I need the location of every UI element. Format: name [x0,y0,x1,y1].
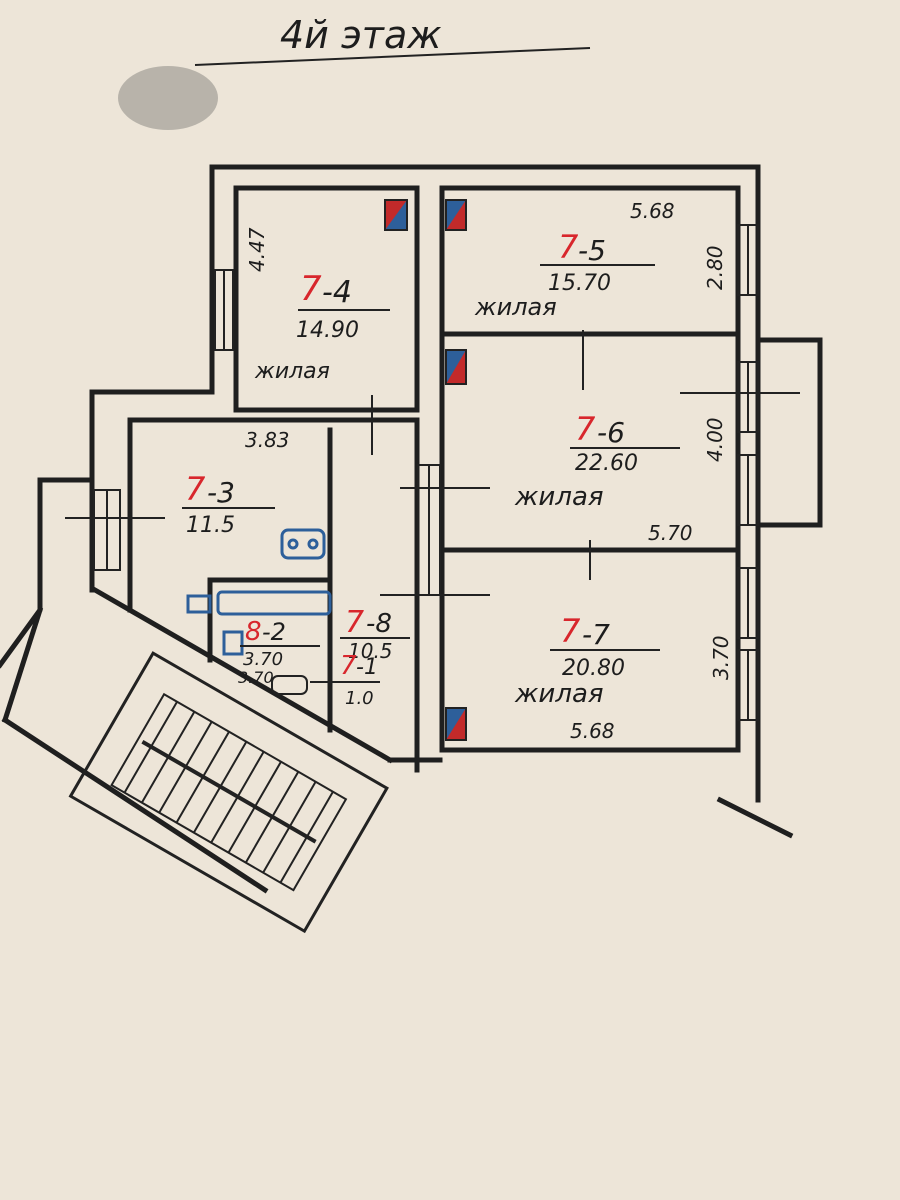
floor-title: 4й этаж [280,13,441,57]
room-id: 7 [345,605,364,640]
room-8-2: 8 -2 3.70 3.70 [238,617,320,687]
room-area: 1.0 [345,688,374,709]
room-area: 3.70 [243,649,283,670]
room-7-6: 7 -6 22.60 жилая 5.70 4.00 [514,410,727,545]
room-7-1: 7 -1 1.0 [310,651,380,709]
room-number: -8 [366,609,392,639]
room-area: 14.90 [296,318,359,343]
room-type: жилая [254,359,330,384]
room-7-5: 7 -5 15.70 жилая 5.68 2.80 [474,199,727,321]
windows [93,224,759,721]
title-underline [194,47,591,66]
room-number: -4 [322,275,352,310]
room-id: 7 [185,470,206,508]
room-7-4: 7 -4 14.90 жилая 4.47 [245,227,390,384]
room-area: 11.5 [186,513,235,538]
room-dim-bottom: 5.70 [648,521,693,545]
door-marks [65,330,800,596]
room-id: 7 [575,410,596,448]
room-number: -3 [207,476,235,509]
room-7-3: 7 -3 11.5 3.83 [182,428,290,538]
room-type: жилая [514,679,604,709]
room-number: -2 [262,618,286,646]
room-area: 15.70 [548,271,611,296]
room-id: 7 [558,228,579,266]
room-type: жилая [514,482,604,512]
room-id: 8 [245,617,262,647]
room-area: 20.80 [562,656,625,681]
room-area: 22.60 [575,451,638,476]
room-dim: 3.83 [245,428,290,452]
room-number: -5 [578,234,606,267]
staircase [68,651,389,934]
room-type: жилая [474,293,557,321]
room-dim-side: 2.80 [703,245,727,290]
room-id: 7 [560,612,581,650]
room-dim-side: 4.00 [703,417,727,462]
ink-smudge [118,66,218,130]
walls [0,164,823,894]
room-dim-top: 5.68 [630,199,675,223]
room-dim: 3.70 [238,668,274,687]
room-dim: 4.47 [245,227,269,272]
room-dim-bottom: 5.68 [570,719,615,743]
room-dim-side: 3.70 [709,635,733,680]
vent-shafts [384,199,467,741]
room-number: -1 [356,655,378,680]
room-id: 7 [300,269,322,309]
room-number: -6 [597,416,625,449]
room-7-7: 7 -7 20.80 жилая 5.68 3.70 [514,612,733,743]
room-area: 10.5 [348,639,393,663]
room-7-8: 7 -8 10.5 [340,605,410,663]
room-id: 7 [340,651,357,681]
room-number: -7 [582,618,610,651]
bathroom-fixtures [186,528,332,695]
